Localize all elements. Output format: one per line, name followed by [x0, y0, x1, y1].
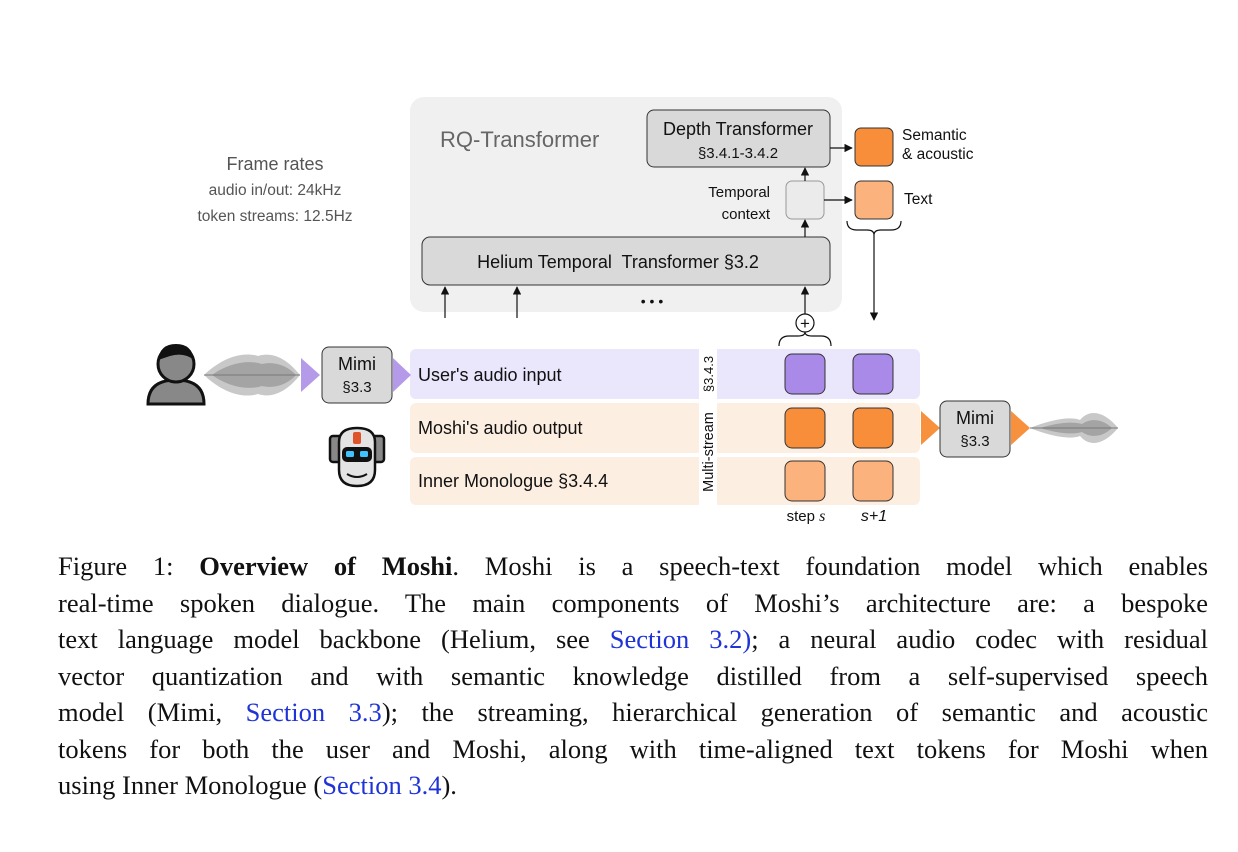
- mimi-decoder-label: Mimi: [956, 408, 994, 428]
- caption-text-5b: ); the streaming, hierarchical generatio…: [381, 697, 1208, 727]
- mimi-encoder-label: Mimi: [338, 354, 376, 374]
- multistream-divider: [699, 349, 717, 505]
- caption-line-5: model (Mimi, Section 3.3); the streaming…: [58, 694, 1208, 731]
- brace-outputs: [846, 220, 902, 236]
- depth-transformer-label: Depth Transformer: [663, 119, 813, 139]
- text-token-step-s1: [852, 460, 894, 502]
- moshi-stream-label: Moshi's audio output: [418, 418, 583, 438]
- text-token-step-s: [784, 460, 826, 502]
- user-waveform-icon: [204, 354, 300, 396]
- user-token-step-s: [784, 353, 826, 395]
- frame-rates-title: Frame rates: [226, 154, 323, 174]
- link-section-3-4[interactable]: Section 3.4: [322, 770, 442, 800]
- step-s-label: step s: [787, 508, 826, 525]
- caption-text-3a: text language model backbone (Helium, se…: [58, 624, 610, 654]
- caption-text-1: . Moshi is a speech-text foundation mode…: [452, 551, 1209, 581]
- frame-rates-tokens: token streams: 12.5Hz: [197, 208, 352, 225]
- rq-transformer-label: RQ-Transformer: [440, 127, 599, 152]
- sum-symbol: +: [800, 314, 810, 333]
- mimi-decoder-section: §3.3: [960, 433, 989, 450]
- caption-line-1: Figure 1: Overview of Moshi. Moshi is a …: [58, 548, 1208, 585]
- arrow-stream-to-mimi: [921, 411, 940, 445]
- helium-temporal-transformer-label: Helium Temporal Transformer §3.2: [477, 252, 759, 272]
- user-token-step-s1: [852, 353, 894, 395]
- mimi-encoder-section: §3.3: [342, 379, 371, 396]
- arrow-mimi-to-user-stream: [393, 358, 411, 392]
- arrow-mimi-to-wave: [1011, 411, 1030, 445]
- caption-line-2: real-time spoken dialogue. The main comp…: [58, 587, 1208, 618]
- link-section-3-3[interactable]: Section 3.3: [245, 697, 382, 727]
- caption-text-3b: ; a neural audio codec with residual: [751, 624, 1209, 654]
- frame-rates: Frame rates audio in/out: 24kHz token st…: [197, 154, 352, 225]
- user-avatar-icon: [146, 344, 206, 406]
- caption-text-7b: ).: [441, 770, 457, 800]
- figure-caption: Figure 1: Overview of Moshi. Moshi is a …: [58, 548, 1208, 804]
- caption-figure-number: Figure 1:: [58, 551, 200, 581]
- temporal-context-block: [785, 180, 825, 220]
- caption-title: Overview of Moshi: [199, 551, 453, 581]
- multistream-label: Multi-stream: [701, 412, 717, 492]
- depth-transformer-block: [646, 109, 831, 168]
- helium-temporal-transformer-block: [421, 236, 831, 286]
- caption-text-5a: model (Mimi,: [58, 697, 246, 727]
- depth-transformer-section: §3.4.1-3.4.2: [698, 145, 778, 162]
- caption-line-7: using Inner Monologue (Section 3.4).: [58, 767, 1208, 804]
- semantic-label-2: & acoustic: [902, 146, 974, 163]
- caption-text-7a: using Inner Monologue (: [58, 770, 323, 800]
- multistream-section: §3.4.3: [701, 356, 716, 392]
- inner-monologue-label: Inner Monologue §3.4.4: [418, 471, 608, 491]
- caption-line-6: tokens for both the user and Moshi, alon…: [58, 733, 1208, 764]
- semantic-acoustic-token: [854, 127, 894, 167]
- ellipsis-dots: • • •: [641, 293, 664, 309]
- user-stream-label: User's audio input: [418, 365, 562, 385]
- moshi-token-step-s: [784, 407, 826, 449]
- link-section-3-2[interactable]: Section 3.2): [609, 624, 752, 654]
- mimi-decoder-block: [939, 400, 1011, 458]
- step-s1-label: s+1: [861, 508, 887, 525]
- moshi-overview-diagram: RQ-Transformer Frame rates audio in/out:…: [146, 97, 1118, 525]
- temporal-context-label-2: context: [722, 206, 771, 223]
- caption-line-4: vector quantization and with semantic kn…: [58, 660, 1208, 691]
- temporal-context-label-1: Temporal: [708, 184, 770, 201]
- semantic-label-1: Semantic: [902, 127, 967, 144]
- arrow-wave-to-mimi: [301, 358, 320, 392]
- text-token: [854, 180, 894, 220]
- brace-step-s: [778, 331, 832, 347]
- moshi-waveform-icon: [1030, 413, 1118, 443]
- caption-line-3: text language model backbone (Helium, se…: [58, 621, 1208, 658]
- moshi-token-step-s1: [852, 407, 894, 449]
- text-output-label: Text: [904, 191, 933, 208]
- moshi-robot-icon: [328, 426, 386, 488]
- frame-rates-audio: audio in/out: 24kHz: [209, 182, 342, 199]
- mimi-encoder-block: [321, 346, 393, 404]
